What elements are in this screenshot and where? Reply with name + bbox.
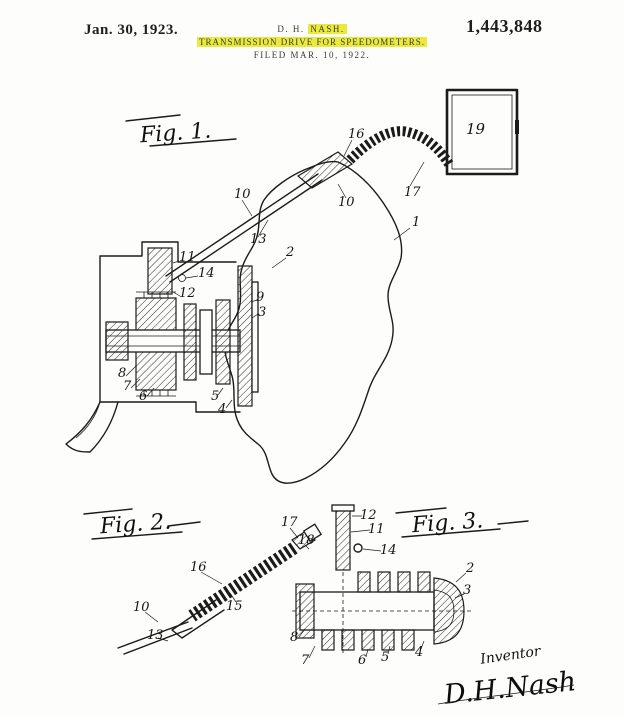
inventor-surname: NASH.	[308, 24, 347, 34]
fig3-spindle	[335, 507, 351, 571]
fig3-ref-2: 2	[465, 561, 474, 576]
fig2: Fig. 2. 17 18 16 15 10 13	[83, 508, 323, 655]
fig1-ref-10b: 10	[338, 195, 355, 210]
signature-flourish	[437, 684, 575, 705]
fig1-speedometer-box	[445, 88, 519, 176]
fig3-label-strokes	[395, 507, 529, 538]
fig1-ref-11: 11	[179, 250, 196, 265]
fig2-leader-lines	[144, 527, 310, 642]
fig3-centerlines	[292, 572, 472, 654]
fig1-disc-3	[215, 299, 231, 385]
fig1-ref-16: 16	[348, 127, 365, 142]
fig1-ref-17: 17	[404, 185, 421, 200]
signature-block: Inventor D.H.Nash	[437, 643, 578, 711]
fig1-ref-7: 7	[123, 379, 132, 394]
fig1-label: Fig. 1.	[138, 118, 212, 148]
fig2-ref-18: 18	[298, 533, 315, 548]
fig1-drive-tube	[165, 173, 323, 283]
fig2-tip-cap	[302, 523, 323, 543]
box-terminal	[515, 120, 519, 134]
fig3-pin	[353, 543, 363, 553]
fig1-ref-6: 6	[139, 389, 147, 404]
inventor-line: D. H. NASH.	[0, 24, 624, 34]
fig2-ref-13: 13	[147, 628, 164, 643]
fig1-cover-plate-outline	[223, 160, 403, 484]
fig3-ref-14: 14	[380, 543, 397, 558]
fig3-teeth-bottom	[321, 629, 415, 651]
fig2-ref-17: 17	[281, 515, 298, 530]
fig1-ref-14: 14	[198, 266, 215, 281]
fig3-ref-11: 11	[368, 522, 385, 537]
fig1-gear-case	[65, 241, 259, 453]
patent-date: Jan. 30, 1923.	[84, 22, 179, 38]
fig3-ref-5: 5	[381, 650, 389, 665]
fig1-ref-12: 12	[179, 286, 196, 301]
fig2-label: Fig. 2.	[98, 509, 172, 539]
fig1-disc-2	[199, 309, 213, 375]
fig3-ref-12: 12	[360, 508, 377, 523]
patent-number: 1,443,848	[466, 16, 543, 36]
fig1-ref-13: 13	[250, 232, 267, 247]
fig1-ref-9: 9	[256, 290, 264, 305]
fig1-end-plate	[237, 265, 253, 407]
fig3-ref-8: 8	[290, 630, 298, 645]
fig2-core-wires	[117, 621, 193, 655]
fig1-ref-2: 2	[285, 245, 294, 260]
fig3-teeth-top	[357, 571, 431, 593]
fig1-ref-8: 8	[118, 366, 126, 381]
filed-line: FILED MAR. 10, 1922.	[253, 50, 371, 60]
fig1-label-strokes	[125, 114, 237, 147]
fig2-ref-10: 10	[133, 600, 150, 615]
fig1-disc-1	[183, 303, 197, 381]
fig1-pin	[178, 274, 186, 282]
fig1-ref-5: 5	[211, 389, 219, 404]
fig1-ref-4: 4	[217, 402, 226, 417]
fig3-ref-4: 4	[414, 645, 423, 660]
fig3-left-bearing	[295, 583, 315, 639]
fig1-ref-10a: 10	[234, 187, 251, 202]
fig3-label: Fig. 3.	[410, 508, 484, 538]
fig1: Fig. 1.	[65, 88, 519, 484]
fig1-ref-3: 3	[258, 305, 266, 320]
fig3-ref-3: 3	[463, 583, 471, 598]
fig1-flexible-cable	[346, 126, 454, 167]
fig2-ref-16: 16	[190, 560, 207, 575]
fig3: Fig. 3.	[290, 504, 529, 668]
inventor-signature: D.H.Nash	[442, 666, 578, 711]
fig1-cable-fitting	[296, 151, 354, 189]
fig1-ref-19: 19	[466, 120, 486, 138]
fig3-spindle-cap	[331, 504, 355, 512]
fig1-shaft-end	[105, 321, 129, 361]
fig2-label-strokes	[83, 508, 201, 540]
inventor-caption: Inventor	[478, 643, 542, 668]
patent-title: TRANSMISSION DRIVE FOR SPEEDOMETERS.	[196, 37, 428, 47]
fig3-ref-7: 7	[301, 653, 310, 668]
fig3-ref-6: 6	[358, 653, 366, 668]
fig1-spindle-gear	[147, 247, 173, 295]
fig3-leader-lines	[298, 515, 467, 659]
inventor-prefix: D. H.	[277, 24, 309, 34]
fig1-ref-1: 1	[412, 215, 420, 230]
fig2-ref-15: 15	[226, 599, 243, 614]
fig1-end-flange	[251, 281, 259, 393]
fig1-leader-lines	[125, 139, 425, 409]
header-center: D. H. NASH. TRANSMISSION DRIVE FOR SPEED…	[0, 24, 624, 60]
